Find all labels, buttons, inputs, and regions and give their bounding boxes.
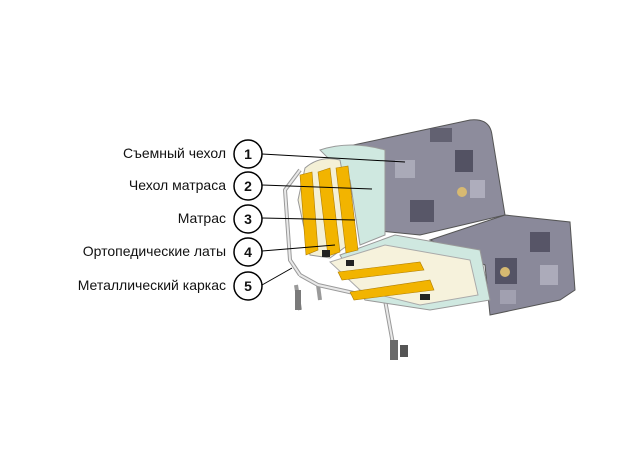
- label-mattress-cover: Чехол матраса: [129, 177, 226, 193]
- label-mattress: Матрас: [178, 210, 226, 226]
- number-5: 5: [244, 278, 252, 294]
- callout-3: Матрас 3: [178, 204, 263, 234]
- slat-holders: [322, 250, 430, 300]
- callout-2: Чехол матраса 2: [129, 171, 263, 201]
- leader-line-1: [261, 153, 406, 163]
- number-2: 2: [244, 178, 252, 194]
- leader-line-5: [261, 267, 293, 286]
- number-3: 3: [244, 211, 252, 227]
- label-metal-frame: Металлический каркас: [78, 277, 226, 293]
- number-circle-2: [233, 171, 263, 201]
- cover-pattern: [395, 128, 485, 222]
- leader-line-4: [261, 244, 336, 252]
- frame-leg-back: [295, 290, 301, 310]
- number-circle-1: [233, 139, 263, 169]
- callout-1: Съемный чехол 1: [123, 139, 263, 169]
- label-removable-cover: Съемный чехол: [123, 145, 226, 161]
- leader-lines: [261, 153, 406, 286]
- label-orthopedic-slats: Ортопедические латы: [83, 243, 226, 259]
- frame-leg-front-foot: [400, 345, 408, 357]
- leader-line-2: [261, 184, 373, 190]
- number-circle-5: [233, 271, 263, 301]
- seat-pattern: [495, 232, 558, 304]
- leader-line-3: [261, 217, 356, 221]
- number-1: 1: [244, 146, 252, 162]
- number-4: 4: [244, 244, 252, 260]
- number-circle-4: [233, 237, 263, 267]
- frame-leg-front: [390, 340, 398, 360]
- callout-5: Металлический каркас 5: [78, 271, 263, 301]
- sofa-illustration: [283, 119, 576, 360]
- callout-4: Ортопедические латы 4: [83, 237, 263, 267]
- number-circle-3: [233, 204, 263, 234]
- mattress-cover-back: [319, 144, 386, 246]
